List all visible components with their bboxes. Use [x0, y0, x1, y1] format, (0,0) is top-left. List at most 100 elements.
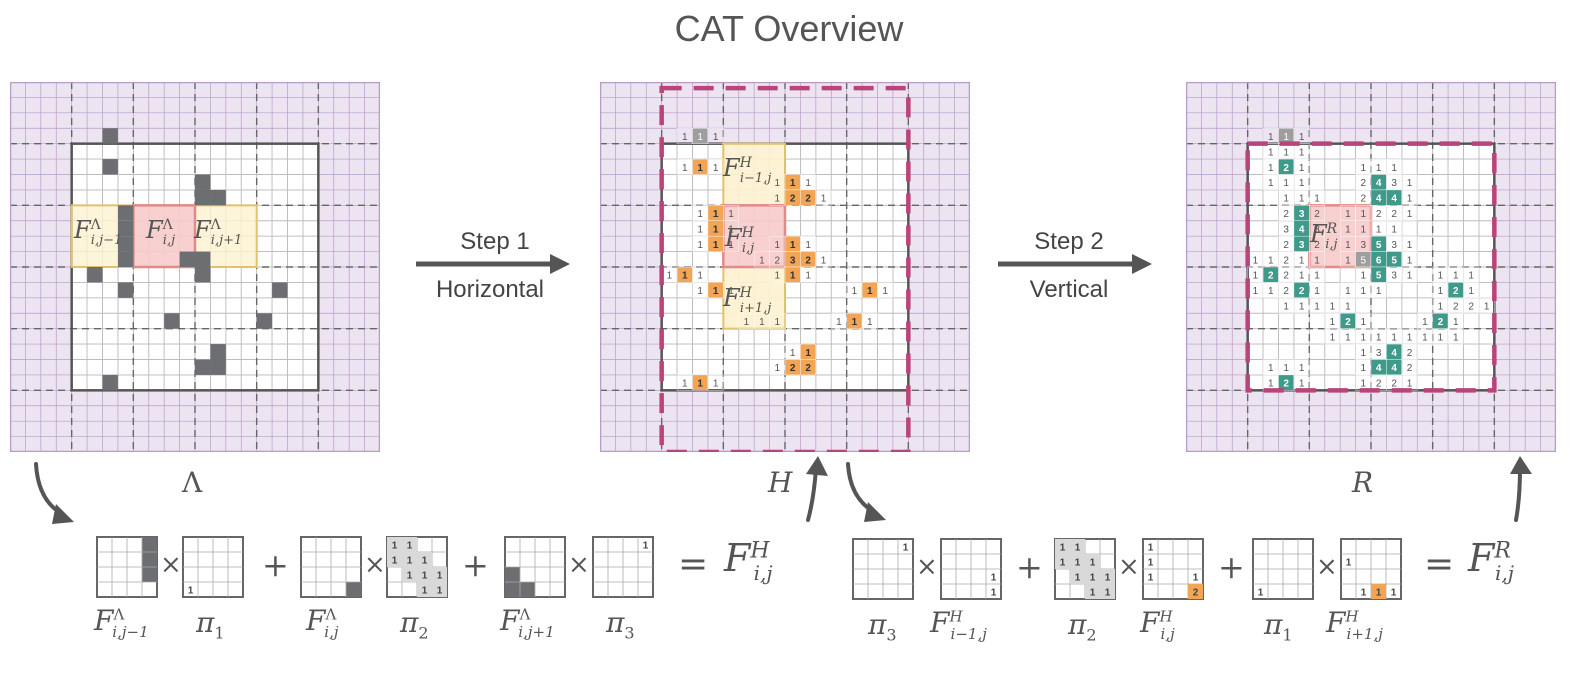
cell-number: 1 — [1299, 255, 1305, 266]
pi3-matrix: 1 — [852, 538, 914, 600]
cell-number: 1 — [697, 163, 703, 174]
cell-number: 1 — [682, 379, 688, 390]
cell-number: 2 — [1299, 286, 1305, 297]
cell-number: 1 — [775, 363, 781, 374]
cell-number: 1 — [1345, 240, 1351, 251]
matrix-cell — [142, 552, 157, 567]
matrix-cell — [1100, 569, 1115, 584]
times-sign: × — [1316, 552, 1338, 582]
active-voxel — [164, 313, 180, 329]
cell-number: 1 — [713, 240, 719, 251]
step2-arrow — [998, 254, 1152, 274]
cell-number: 2 — [1283, 271, 1289, 282]
active-voxel — [195, 267, 211, 283]
plus-sign: + — [462, 546, 489, 584]
cell-number: 1 — [1268, 132, 1274, 143]
cell-number: 1 — [728, 224, 734, 235]
cell-number: 1 — [1391, 332, 1397, 343]
cell-number: 1 — [1268, 379, 1274, 390]
matrix-number: 1 — [991, 588, 997, 599]
cell-number: 1 — [1268, 147, 1274, 158]
label-pi2: π2 — [1068, 608, 1097, 645]
cell-number: 1 — [1407, 194, 1413, 205]
active-voxel — [256, 313, 273, 329]
matrix-number: 1 — [407, 571, 413, 582]
count-cell — [861, 313, 878, 329]
cell-number: 1 — [790, 178, 796, 189]
cell-number: 1 — [1361, 379, 1367, 390]
cell-number: 1 — [1283, 132, 1289, 143]
cell-number: 2 — [1283, 163, 1289, 174]
cell-number: 1 — [1330, 302, 1336, 313]
matrix-cell — [1085, 569, 1100, 584]
cell-number: 2 — [1438, 317, 1444, 328]
cell-number: 5 — [1376, 240, 1382, 251]
cell-number: 1 — [1376, 286, 1382, 297]
cell-number: 2 — [805, 363, 811, 374]
active-voxel — [195, 174, 211, 190]
cell-number: 2 — [1407, 348, 1413, 359]
matrix-cell — [1371, 584, 1386, 599]
label-f-lambda-j: FΛi,j — [306, 604, 339, 641]
matrix-number: 1 — [1258, 588, 1264, 599]
cell-number: 1 — [852, 317, 858, 328]
matrix-number: 1 — [1376, 588, 1382, 599]
step2-label: Step 2 — [1034, 228, 1104, 255]
cell-number: 1 — [1361, 348, 1367, 359]
matrix-cell — [1070, 569, 1085, 584]
cell-number: 1 — [697, 132, 703, 143]
cell-number: 1 — [805, 240, 811, 251]
cell-number: 1 — [805, 271, 811, 282]
cell-number: 3 — [1314, 224, 1320, 235]
pi3-matrix: 1 — [592, 536, 654, 598]
receptive-field-border — [1245, 141, 1497, 393]
cell-number: 1 — [1268, 163, 1274, 174]
count-cell — [800, 266, 817, 283]
matrix-number: 1 — [1148, 543, 1154, 554]
cell-number: 3 — [1299, 209, 1305, 220]
matrix-cell — [417, 567, 432, 582]
cell-number: 1 — [1345, 224, 1351, 235]
cell-number: 3 — [1299, 240, 1305, 251]
panel-border — [1186, 82, 1556, 452]
matrix-cell — [346, 582, 361, 597]
cell-number: 1 — [1314, 255, 1320, 266]
cell-number: 1 — [1283, 302, 1289, 313]
cell-number: 1 — [1268, 178, 1274, 189]
matrix-number: 1 — [903, 543, 909, 554]
cell-number: 1 — [1268, 363, 1274, 374]
cell-number: 1 — [697, 286, 703, 297]
matrix-number: 1 — [1346, 558, 1352, 569]
times-sign: × — [1118, 552, 1140, 582]
cell-number: 4 — [1376, 194, 1382, 205]
cell-number: 1 — [1314, 194, 1320, 205]
matrix-cell — [1100, 584, 1115, 599]
matrix-cell — [520, 582, 535, 597]
count-cell — [707, 158, 724, 175]
cell-number: 1 — [682, 132, 688, 143]
equals-sign: = — [1424, 544, 1455, 585]
cell-number: 1 — [805, 348, 811, 359]
matrix-number: 1 — [422, 571, 428, 582]
cell-number: 1 — [1391, 163, 1397, 174]
cell-number: 3 — [1391, 178, 1397, 189]
cell-number: 1 — [1345, 255, 1351, 266]
cell-number: 2 — [1391, 209, 1397, 220]
cell-number: 1 — [821, 194, 827, 205]
cell-number: 1 — [1376, 332, 1382, 343]
matrix-cell — [1070, 554, 1085, 569]
cell-number: 1 — [775, 240, 781, 251]
panel-border — [10, 82, 380, 452]
cell-number: 1 — [1438, 286, 1444, 297]
cell-number: 1 — [713, 224, 719, 235]
step1-name: Horizontal — [435, 276, 545, 303]
step1-label: Step 1 — [460, 228, 530, 255]
cell-number: 1 — [1361, 163, 1367, 174]
plus-sign: + — [1016, 548, 1043, 586]
cell-number: 4 — [1376, 178, 1382, 189]
matrix-cell — [1085, 554, 1100, 569]
